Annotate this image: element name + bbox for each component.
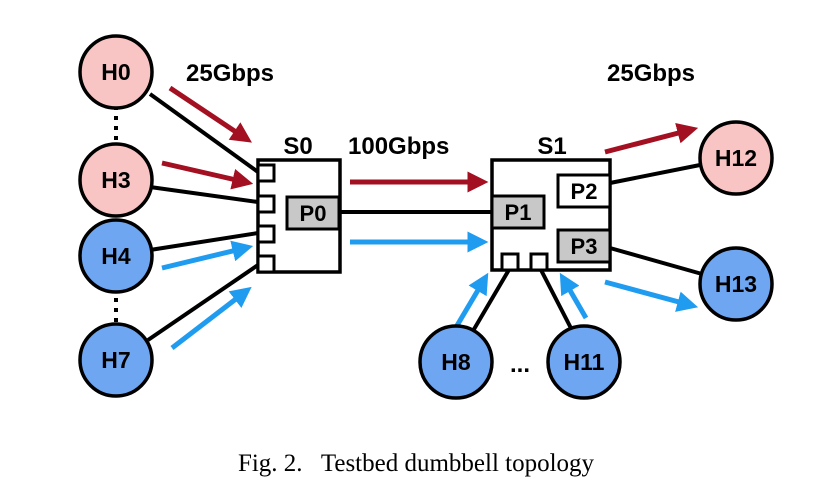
- switch-s0: P0 S0: [256, 133, 342, 274]
- s0-small-port-3: [256, 224, 276, 244]
- switch-s0-label: S0: [283, 133, 312, 160]
- port-p2-label: P2: [571, 179, 598, 204]
- port-p0-box: [285, 195, 341, 231]
- port-p1-label: P1: [505, 200, 532, 225]
- arrow-red-h3: [161, 160, 254, 190]
- port-p0-label: P0: [300, 201, 327, 226]
- arrow-red-right: [604, 122, 699, 155]
- arrow-blue-h7: [170, 286, 252, 350]
- links: [114, 92, 703, 342]
- host-h13-circle: [698, 246, 774, 322]
- host-h11-label: H11: [564, 349, 605, 375]
- host-h3-circle: [78, 142, 154, 218]
- host-h4-label: H4: [101, 243, 131, 269]
- figure-caption: Fig. 2. Testbed dumbbell topology: [238, 450, 595, 477]
- arrow-blue-h11: [559, 272, 589, 320]
- link-h3-s0: [149, 185, 259, 204]
- link-s1-h8: [468, 266, 512, 338]
- port-p1-box: [490, 194, 546, 230]
- switch-s1-label: S1: [537, 133, 566, 160]
- host-h13-label: H13: [715, 271, 757, 297]
- s0-small-port-2: [256, 194, 276, 214]
- link-s1-h12: [609, 163, 701, 185]
- host-h12-label: H12: [715, 145, 757, 171]
- s0-small-port-4: [256, 254, 276, 274]
- link-h0-s0: [148, 92, 260, 174]
- rate-left-label: 25Gbps: [186, 60, 274, 87]
- s1-small-port-1: [500, 252, 520, 272]
- host-h12-circle: [698, 120, 774, 196]
- host-h0-circle: [78, 34, 154, 110]
- rate-right-label: 25Gbps: [607, 60, 695, 87]
- link-s1-h13: [609, 246, 703, 276]
- s0-small-port-1: [256, 163, 276, 183]
- rate-middle-label: 100Gbps: [348, 133, 449, 160]
- hosts: H0 H3 H4 H7 H8 H11 H12 H13: [78, 34, 774, 400]
- arrow-blue-h4: [161, 240, 254, 271]
- host-h7-label: H7: [101, 347, 130, 373]
- arrow-red-h0: [168, 85, 252, 143]
- host-h0-label: H0: [101, 59, 130, 85]
- host-h8-label: H8: [441, 349, 471, 375]
- switch-s1: P1 P2 P3 S1: [490, 133, 612, 272]
- port-p3-label: P3: [571, 234, 598, 259]
- link-h4-s0: [149, 231, 259, 252]
- host-h3-label: H3: [101, 167, 130, 193]
- link-s1-h11: [538, 267, 577, 337]
- port-p2-box: [556, 173, 612, 209]
- host-h4-circle: [78, 218, 154, 294]
- host-h11-circle: [546, 324, 622, 400]
- host-h8-circle: [418, 324, 494, 400]
- flow-arrows: [161, 85, 699, 350]
- host-h7-circle: [78, 322, 154, 398]
- hosts-ellipsis: ...: [510, 351, 530, 378]
- arrow-blue-right: [604, 279, 699, 312]
- link-h7-s0: [146, 263, 260, 342]
- port-p3-box: [556, 228, 612, 264]
- s1-small-port-2: [529, 252, 549, 272]
